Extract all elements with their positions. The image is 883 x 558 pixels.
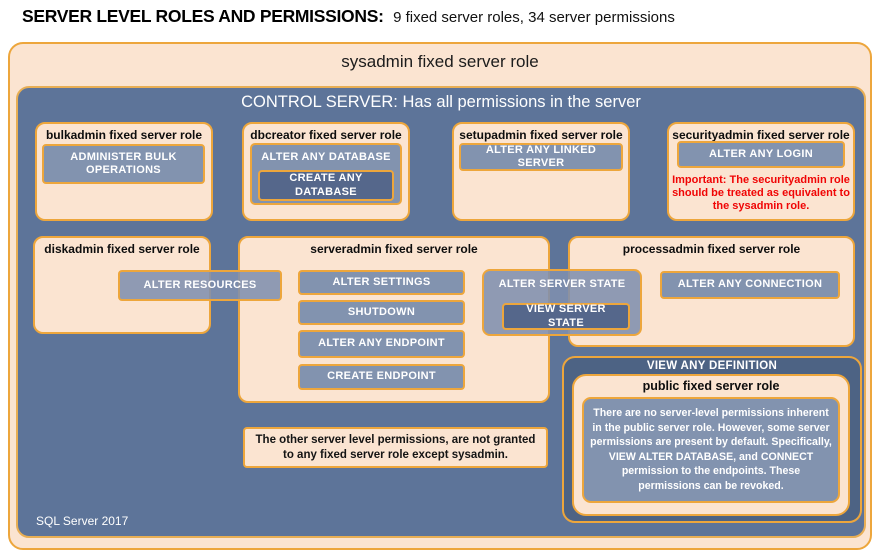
role-title-bulkadmin: bulkadmin fixed server role	[45, 128, 203, 142]
permission-alter-any-endpoint: ALTER ANY ENDPOINT	[298, 330, 465, 358]
permission-alter-server-state-label: ALTER SERVER STATE	[498, 278, 626, 290]
role-box-diskadmin: diskadmin fixed server role	[33, 236, 211, 334]
page-subtitle: 9 fixed server roles, 34 server permissi…	[393, 9, 675, 26]
role-box-setupadmin: setupadmin fixed server role	[452, 122, 630, 221]
permission-alter-resources: ALTER RESOURCES	[118, 270, 282, 301]
permission-alter-any-database-label: ALTER ANY DATABASE	[261, 151, 391, 163]
permission-view-server-state: VIEW SERVER STATE	[502, 303, 630, 330]
sysadmin-role-label: sysadmin fixed server role	[341, 52, 539, 71]
other-permissions-note: The other server level permissions, are …	[243, 427, 548, 468]
permission-view-any-definition: VIEW ANY DEFINITION	[646, 360, 778, 372]
footer-label: SQL Server 2017	[36, 514, 129, 528]
page-title: SERVER LEVEL ROLES AND PERMISSIONS: 9 fi…	[22, 6, 862, 27]
role-title-securityadmin: securityadmin fixed server role	[672, 128, 850, 142]
role-title-public: public fixed server role	[642, 379, 780, 393]
control-server-label: CONTROL SERVER: Has all permissions in t…	[241, 93, 641, 111]
public-role-description: There are no server-level permissions in…	[582, 397, 840, 503]
securityadmin-warning-text: Important: The securityadmin role should…	[672, 174, 850, 212]
role-title-processadmin: processadmin fixed server role	[622, 242, 801, 256]
permission-alter-any-connection: ALTER ANY CONNECTION	[660, 271, 840, 299]
page-title-main: SERVER LEVEL ROLES AND PERMISSIONS:	[22, 6, 384, 26]
role-box-securityadmin: securityadmin fixed server role	[667, 122, 855, 221]
role-title-dbcreator: dbcreator fixed server role	[250, 128, 402, 142]
permission-alter-any-linked-server: ALTER ANY LINKED SERVER	[459, 143, 623, 171]
role-title-diskadmin: diskadmin fixed server role	[44, 242, 200, 256]
permission-shutdown: SHUTDOWN	[298, 300, 465, 325]
permission-alter-settings: ALTER SETTINGS	[298, 270, 465, 295]
permission-alter-any-login: ALTER ANY LOGIN	[677, 141, 845, 168]
role-title-serveradmin: serveradmin fixed server role	[310, 242, 478, 256]
role-title-setupadmin: setupadmin fixed server role	[459, 128, 623, 142]
permission-administer-bulk-operations: ADMINISTER BULK OPERATIONS	[42, 144, 205, 184]
permission-create-endpoint: CREATE ENDPOINT	[298, 364, 465, 390]
permission-create-any-database: CREATE ANY DATABASE	[258, 170, 394, 201]
